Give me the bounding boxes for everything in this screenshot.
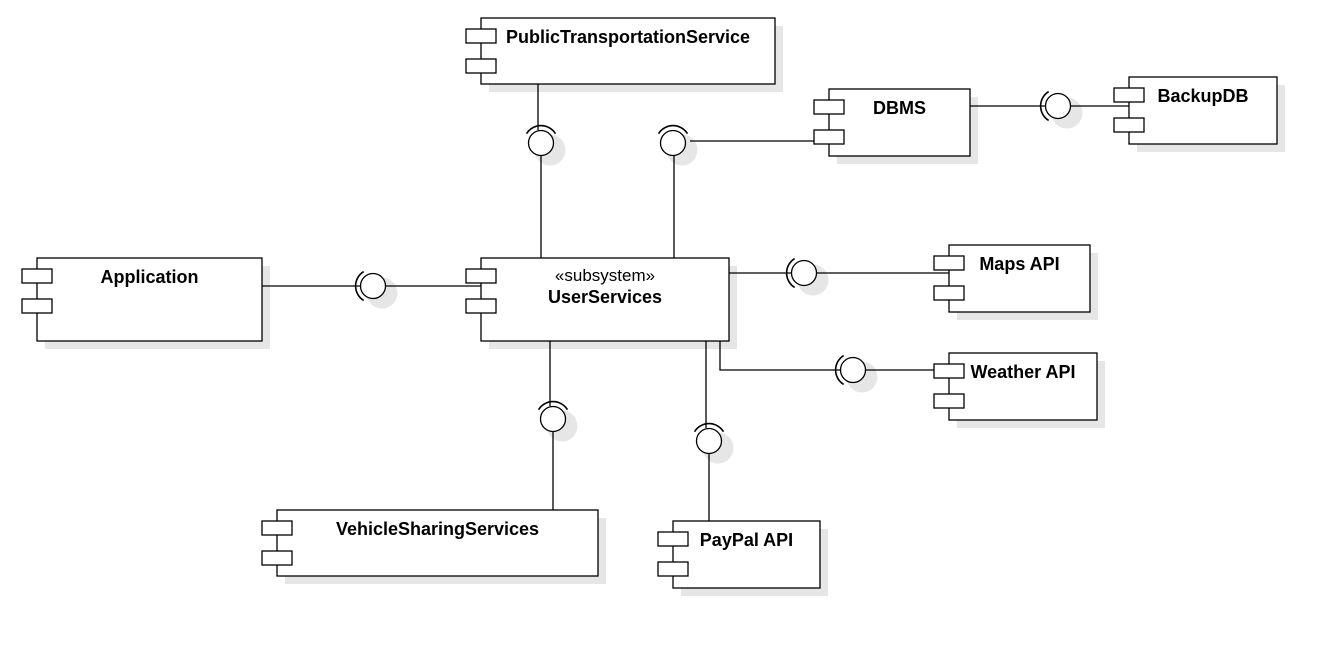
component-weather-api-tab-icon	[933, 363, 965, 379]
component-user-services-tab-icon	[465, 298, 497, 314]
connector-wire	[719, 341, 840, 371]
connector-paypal-api-to-user-services	[693, 341, 725, 521]
component-paypal-api-body	[672, 520, 821, 589]
component-weather-api: Weather API	[933, 352, 1098, 421]
component-user-services-body	[480, 257, 730, 342]
connector-public-transportation-service-to-user-services	[525, 84, 557, 258]
provided-interface-ball-icon	[790, 259, 818, 287]
component-user-services-tab-icon	[465, 268, 497, 284]
provided-interface-ball-icon	[659, 129, 687, 157]
required-interface-socket-icon	[693, 422, 725, 433]
connector-backup-db-to-dbms	[970, 90, 1129, 122]
required-interface-socket-icon	[785, 257, 796, 289]
connector-maps-api-to-user-services	[729, 257, 949, 289]
component-weather-api-title: Weather API	[970, 362, 1075, 382]
component-dbms-tab-icon	[813, 99, 845, 115]
component-paypal-api-tab-icon	[657, 561, 689, 577]
component-user-services: «subsystem» UserServices	[465, 257, 730, 342]
provided-interface-ball-icon	[839, 356, 867, 384]
component-backup-db-title: BackupDB	[1157, 86, 1248, 106]
component-application: Application	[21, 257, 263, 342]
required-interface-socket-icon	[537, 400, 569, 411]
component-paypal-api-title: PayPal API	[700, 530, 793, 550]
component-public-transportation-service-body	[480, 17, 776, 85]
component-public-transportation-service-tab-icon	[465, 28, 497, 44]
component-dbms-tab-icon	[813, 129, 845, 145]
component-paypal-api-tab-icon	[657, 531, 689, 547]
component-public-transportation-service-tab-icon	[465, 58, 497, 74]
component-weather-api-body	[948, 352, 1098, 421]
component-vehicle-sharing-services-body	[276, 509, 599, 577]
required-interface-socket-icon	[354, 270, 365, 302]
connector-user-services-to-application	[262, 270, 481, 302]
component-dbms-title: DBMS	[873, 98, 926, 118]
provided-interface-ball-icon	[527, 129, 555, 157]
component-user-services-title: UserServices	[548, 287, 662, 307]
component-application-tab-icon	[21, 268, 53, 284]
component-vehicle-sharing-services-title: VehicleSharingServices	[336, 519, 539, 539]
component-public-transportation-service: PublicTransportationService	[465, 17, 776, 85]
component-vehicle-sharing-services-tab-icon	[261, 550, 293, 566]
component-paypal-api: PayPal API	[657, 520, 821, 589]
component-weather-api-tab-icon	[933, 393, 965, 409]
connector-dbms-to-user-services	[657, 124, 829, 258]
provided-interface-ball-icon	[359, 272, 387, 300]
component-maps-api-title: Maps API	[979, 254, 1059, 274]
component-public-transportation-service-title: PublicTransportationService	[506, 27, 750, 47]
component-user-services-stereotype: «subsystem»	[555, 266, 655, 285]
component-backup-db-tab-icon	[1113, 87, 1145, 103]
provided-interface-ball-icon	[1044, 92, 1072, 120]
component-backup-db-body	[1128, 76, 1278, 145]
component-dbms-body	[828, 88, 971, 157]
required-interface-socket-icon	[1039, 90, 1050, 122]
component-backup-db-tab-icon	[1113, 117, 1145, 133]
component-maps-api-tab-icon	[933, 255, 965, 271]
required-interface-socket-icon	[657, 124, 689, 135]
provided-interface-ball-icon	[539, 405, 567, 433]
required-interface-socket-icon	[834, 354, 845, 386]
connector-vehicle-sharing-services-to-user-services	[537, 341, 569, 510]
component-vehicle-sharing-services: VehicleSharingServices	[261, 509, 599, 577]
component-maps-api: Maps API	[933, 244, 1091, 313]
provided-interface-ball-icon	[695, 427, 723, 455]
component-dbms: DBMS	[813, 88, 971, 157]
component-maps-api-body	[948, 244, 1091, 313]
component-application-body	[36, 257, 263, 342]
connector-layer	[262, 84, 1129, 521]
component-maps-api-tab-icon	[933, 285, 965, 301]
component-application-title: Application	[101, 267, 199, 287]
required-interface-socket-icon	[525, 124, 557, 135]
component-vehicle-sharing-services-tab-icon	[261, 520, 293, 536]
component-backup-db: BackupDB	[1113, 76, 1278, 145]
connector-weather-api-to-user-services	[719, 341, 949, 386]
component-application-tab-icon	[21, 298, 53, 314]
